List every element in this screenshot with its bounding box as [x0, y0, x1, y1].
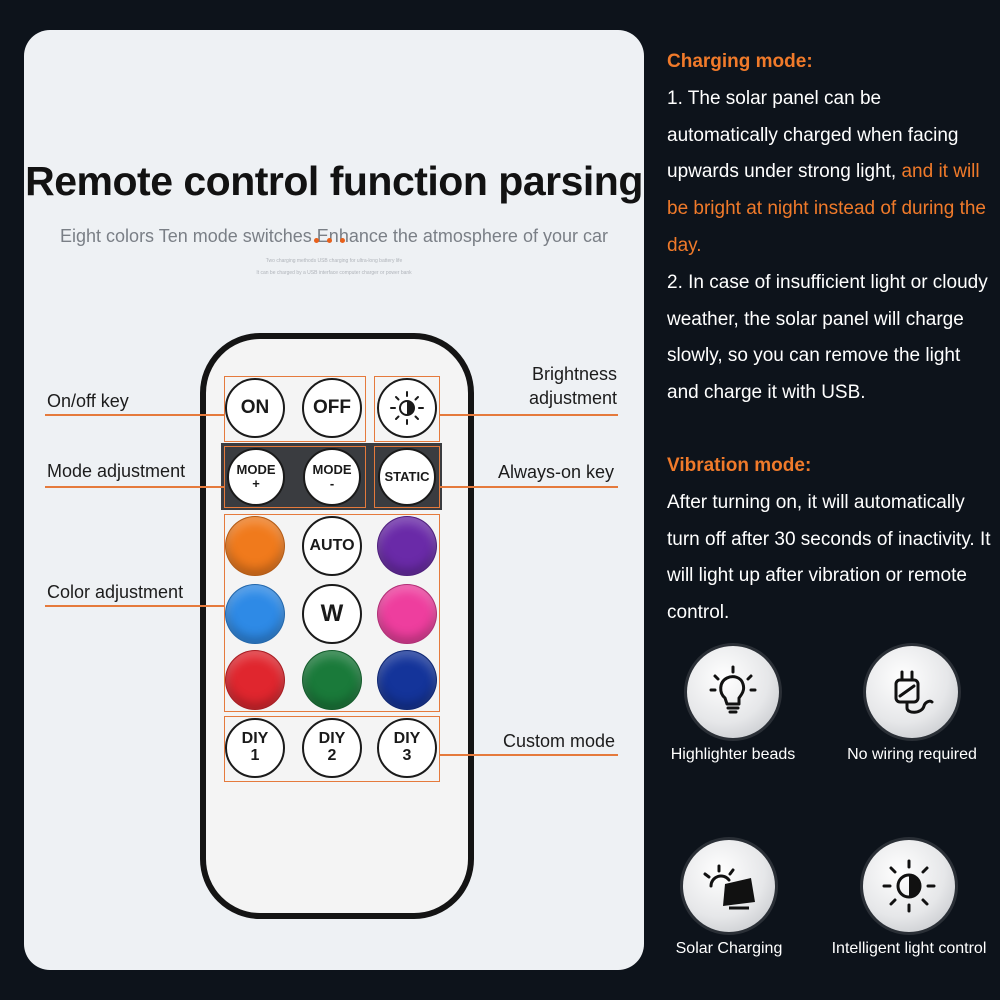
static-button[interactable]: STATIC	[378, 448, 436, 506]
color-frame	[224, 514, 440, 712]
plug-icon	[894, 670, 934, 714]
white-button[interactable]: W	[302, 584, 362, 644]
solar-panel-icon	[703, 864, 755, 910]
mode-plus-sign: +	[252, 476, 260, 491]
brightness-line	[440, 414, 618, 416]
custom-line	[440, 754, 618, 756]
color-blue-button[interactable]	[225, 584, 285, 644]
always-on-line	[440, 486, 618, 488]
brightness-label-2: adjustment	[528, 388, 617, 408]
feature-solar-circle	[683, 840, 775, 932]
brightness-label-1: Brightness	[531, 364, 617, 384]
brightness-frame	[374, 376, 440, 442]
feature-highlighter-caption: Highlighter beads	[670, 746, 796, 763]
charging-p1-text: 1. The solar panel can be automatically …	[667, 87, 959, 183]
diy-3-num: 3	[402, 747, 412, 764]
custom-mode-label: Custom mode	[502, 731, 615, 751]
off-label: OFF	[313, 397, 351, 419]
mode-minus-sign: -	[329, 476, 335, 491]
color-pink-button[interactable]	[377, 584, 437, 644]
static-label: STATIC	[384, 469, 430, 485]
brightness-button[interactable]	[377, 378, 437, 438]
page-title: Remote control function parsing	[25, 158, 643, 204]
feature-solar-caption: Solar Charging	[675, 940, 783, 957]
diy-2-num: 2	[327, 747, 337, 764]
charging-heading: Charging mode:	[667, 51, 813, 72]
brightness-contrast-icon	[882, 859, 936, 913]
auto-button[interactable]: AUTO	[302, 516, 362, 576]
color-adjustment-label: Color adjustment	[47, 582, 184, 602]
bulb-icon	[709, 665, 757, 714]
mode-minus-label: MODE	[312, 462, 352, 478]
always-on-label: Always-on key	[497, 462, 614, 482]
static-frame	[374, 446, 440, 508]
feature-no-wiring: No wiring required	[827, 646, 997, 764]
subtitle: Eight colors Ten mode switches Enhance t…	[60, 226, 608, 246]
feature-highlighter-circle	[687, 646, 779, 738]
tiny-note-2: It can be charged by a USB interface com…	[256, 270, 412, 276]
product-panel: Remote control function parsing Eight co…	[24, 30, 644, 970]
auto-label: AUTO	[309, 536, 355, 554]
diy-1-num: 1	[250, 747, 260, 764]
tiny-note-1: Two charging methods USB charging for ul…	[265, 258, 403, 264]
diy-1-button[interactable]: DIY 1	[225, 718, 285, 778]
off-button[interactable]: OFF	[302, 378, 362, 438]
mode-frame	[224, 446, 366, 508]
charging-p1-highlight: and it will be bright at night instead o…	[667, 161, 987, 256]
diy-1-text: DIY	[241, 730, 269, 748]
color-green-button[interactable]	[302, 650, 362, 710]
color-red-button[interactable]	[225, 650, 285, 710]
color-navy-button[interactable]	[377, 650, 437, 710]
mode-adjustment-label: Mode adjustment	[47, 461, 186, 481]
mode-line	[45, 486, 224, 488]
diy-2-button[interactable]: DIY 2	[302, 718, 362, 778]
feature-no-wiring-circle	[866, 646, 958, 738]
feature-no-wiring-caption: No wiring required	[847, 746, 977, 763]
vibration-text: After turning on, it will automatically …	[667, 491, 991, 624]
feature-light-control-circle	[863, 840, 955, 932]
on-label: ON	[240, 397, 270, 419]
feature-light-control: Intelligent light control	[824, 840, 994, 958]
feature-solar: Solar Charging	[644, 840, 814, 958]
onoff-frame	[224, 376, 366, 442]
brightness-icon	[390, 391, 424, 425]
vibration-heading: Vibration mode:	[667, 455, 812, 476]
white-label: W	[320, 600, 344, 628]
charging-paragraph-2: 2. In case of insufficient light or clou…	[667, 271, 988, 404]
charging-section: Charging mode: 1. The solar panel can be…	[667, 44, 997, 412]
vibration-section: Vibration mode: After turning on, it wil…	[667, 448, 997, 632]
charging-paragraph-1: 1. The solar panel can be automatically …	[667, 81, 997, 265]
diy-3-text: DIY	[393, 730, 421, 748]
mode-minus-button[interactable]: MODE -	[303, 448, 361, 506]
mode-plus-label: MODE	[236, 462, 276, 478]
color-line	[45, 605, 224, 607]
feature-highlighter: Highlighter beads	[648, 646, 818, 764]
on-button[interactable]: ON	[225, 378, 285, 438]
mode-plus-button[interactable]: MODE +	[227, 448, 285, 506]
color-orange-button[interactable]	[225, 516, 285, 576]
diy-3-button[interactable]: DIY 3	[377, 718, 437, 778]
onoff-line	[45, 414, 224, 416]
dots-decoration	[314, 238, 345, 243]
color-purple-button[interactable]	[377, 516, 437, 576]
diy-frame	[224, 716, 440, 782]
feature-light-control-caption: Intelligent light control	[831, 940, 987, 957]
onoff-label: On/off key	[47, 391, 129, 411]
diy-2-text: DIY	[318, 730, 346, 748]
